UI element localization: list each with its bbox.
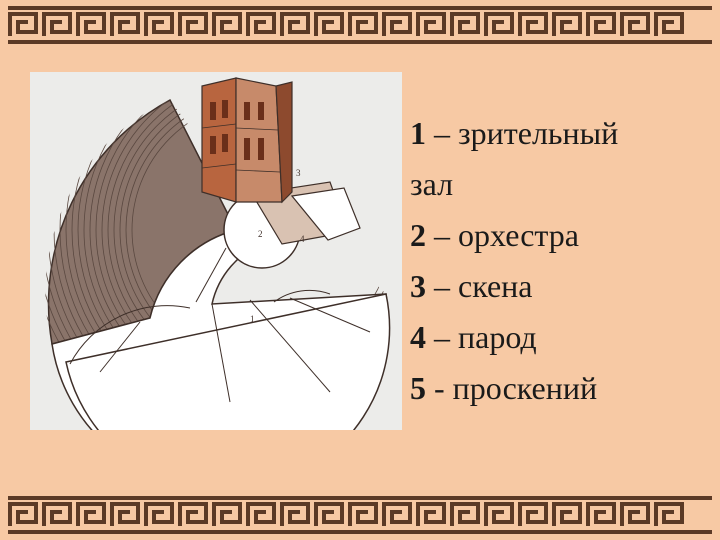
meander-key — [552, 12, 582, 36]
meander-key — [8, 502, 38, 526]
legend-item: 1 – зрительный — [410, 115, 619, 151]
meander-key — [280, 12, 310, 36]
label-4: 4 — [300, 234, 305, 244]
meander-key — [450, 502, 480, 526]
meander-key — [620, 502, 650, 526]
meander-key — [76, 502, 106, 526]
meander-key — [416, 502, 446, 526]
meander-key — [586, 502, 616, 526]
label-1: 1 — [250, 314, 255, 324]
seat-row — [89, 100, 387, 344]
legend-item: 2 – орхестра — [410, 217, 579, 253]
legend: 1 – зрительный зал 2 – орхестра 3 – скен… — [410, 108, 710, 414]
meander-key — [348, 12, 378, 36]
seat-row — [95, 100, 387, 344]
seat-row — [107, 100, 387, 344]
legend-item: 3 – скена — [410, 268, 533, 304]
meander-key — [212, 502, 242, 526]
seat-row — [59, 100, 387, 344]
meander-key — [518, 12, 548, 36]
skene-building — [201, 77, 293, 204]
seat-row — [125, 100, 387, 344]
meander-key — [382, 502, 412, 526]
parodos — [290, 187, 361, 241]
meander-key — [314, 502, 344, 526]
meander-key — [144, 502, 174, 526]
meander-key — [654, 12, 684, 36]
legend-item: 4 – парод — [410, 319, 537, 355]
seat-row — [131, 100, 387, 344]
seat-row — [119, 100, 387, 344]
meander-key — [212, 12, 242, 36]
meander-key — [76, 12, 106, 36]
seat-row — [65, 100, 387, 344]
seat-row — [101, 100, 387, 344]
meander-key — [450, 12, 480, 36]
meander-key — [348, 502, 378, 526]
legend-item: зал — [410, 166, 454, 202]
meander-key — [246, 502, 276, 526]
meander-key — [484, 12, 514, 36]
meander-key — [382, 12, 412, 36]
meander-key — [246, 12, 276, 36]
theater-diagram: 2 4 — [30, 72, 402, 493]
meander-key — [42, 12, 72, 36]
label-3: 3 — [296, 168, 301, 178]
meander-key — [110, 502, 140, 526]
seat-row — [83, 100, 387, 344]
meander-key — [42, 502, 72, 526]
legend-item: 5 - проскений — [410, 370, 598, 406]
meander-key — [518, 502, 548, 526]
meander-key — [178, 12, 208, 36]
meander-key — [620, 12, 650, 36]
meander-key — [484, 502, 514, 526]
seat-row — [113, 100, 387, 344]
meander-key — [416, 12, 446, 36]
meander-key — [552, 502, 582, 526]
meander-key — [314, 12, 344, 36]
seat-row — [71, 100, 387, 344]
seat-row — [77, 100, 387, 344]
meander-key — [144, 12, 174, 36]
meander-border-bottom — [0, 490, 720, 540]
meander-key — [110, 12, 140, 36]
meander-key — [586, 12, 616, 36]
meander-key — [8, 12, 38, 36]
meander-key — [280, 502, 310, 526]
meander-key — [654, 502, 684, 526]
meander-border-top — [0, 0, 720, 50]
meander-key — [178, 502, 208, 526]
label-2: 2 — [258, 229, 263, 239]
